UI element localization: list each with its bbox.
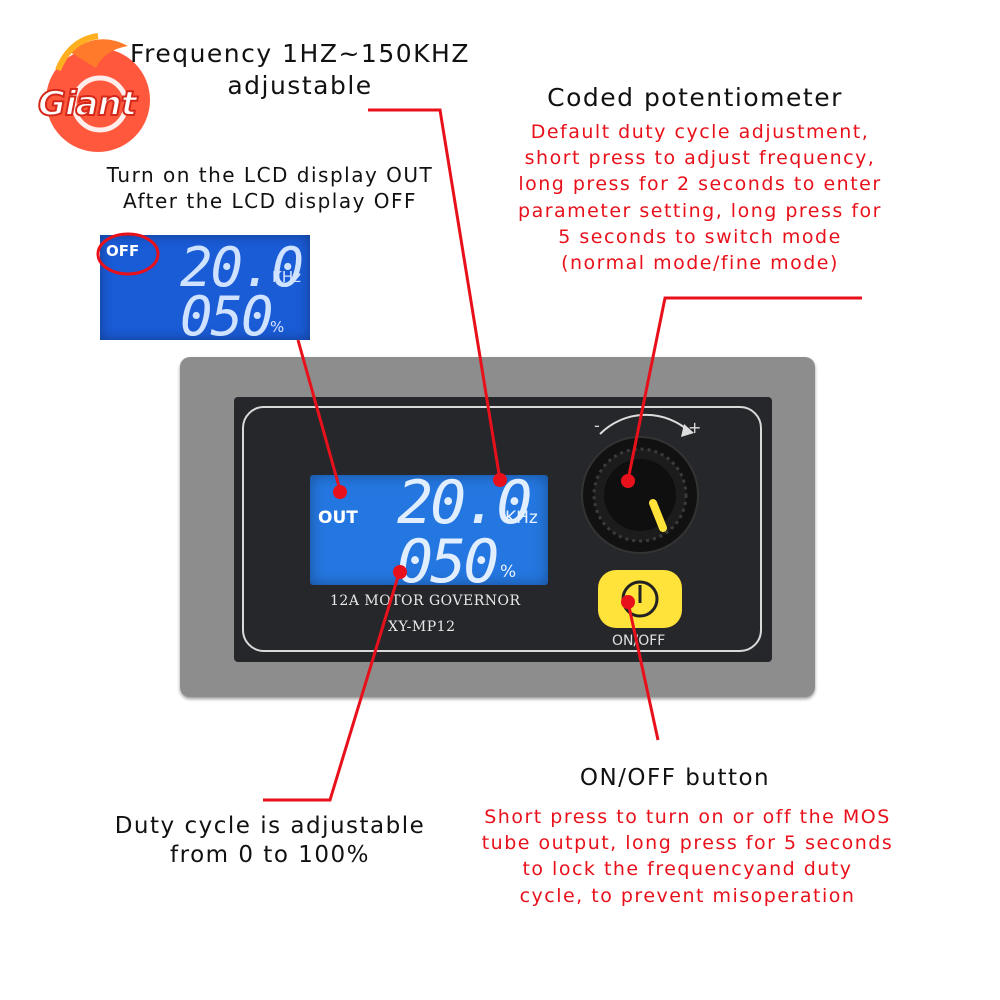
potentiometer-line: 5 seconds to switch mode [558,225,842,248]
lcd-caption-line1: Turn on the LCD display OUT [106,163,434,187]
lcd-caption: Turn on the LCD display OUT After the LC… [70,163,470,214]
mini-lcd-duty-unit: % [270,318,285,336]
duty-caption-line1: Duty cycle is adjustable [114,813,426,839]
lcd-caption-line2: After the LCD display OFF [122,188,418,213]
onoff-line: cycle, to prevent misoperation [519,884,856,907]
device-lcd-duty: 050 [397,527,499,597]
potentiometer-title: Coded potentiometer [547,83,843,112]
logo-text: Giant [37,83,138,125]
potentiometer-line: (normal mode/fine mode) [561,252,839,275]
potentiometer-description: Default duty cycle adjustment, short pre… [490,119,910,276]
onoff-button[interactable] [598,570,682,628]
mini-lcd-status: OFF [106,242,140,260]
knob-plus-mark: + [688,418,702,437]
onoff-button-label: ON/OFF [612,633,666,649]
frequency-caption: Frequency 1HZ~150KHZ adjustable [90,38,510,102]
onoff-description: Short press to turn on or off the MOS tu… [455,804,920,909]
model-name: 12A MOTOR GOVERNOR [330,593,521,609]
panel-border [242,406,762,652]
device-lcd-frequency-unit: KHz [505,508,538,528]
knob-minus-mark: - [594,416,600,435]
model-number: XY-MP12 [388,619,456,635]
onoff-title: ON/OFF button [579,765,771,791]
device-lcd-duty-unit: % [500,562,517,582]
device-lcd-status: OUT [318,508,358,528]
potentiometer-line: Default duty cycle adjustment, [530,121,870,143]
onoff-line: Short press to turn on or off the MOS [484,806,891,828]
mini-lcd-frequency-unit: KHz [272,268,301,286]
mini-lcd-duty: 050 [180,285,274,348]
frequency-caption-line1: Frequency 1HZ~150KHZ [130,39,470,68]
duty-caption: Duty cycle is adjustable from 0 to 100% [90,812,450,871]
onoff-line: to lock the frequencyand duty [522,858,853,881]
device-lcd [310,475,548,585]
duty-caption-line2: from 0 to 100% [170,842,370,869]
onoff-line: tube output, long press for 5 seconds [481,832,894,855]
potentiometer-line: parameter setting, long press for [518,199,882,222]
potentiometer-line: long press for 2 seconds to enter [518,173,882,196]
mini-lcd-frequency: 20.0 [180,236,304,299]
potentiometer-line: short press to adjust frequency, [524,147,876,170]
frequency-caption-line2: adjustable [227,71,373,100]
